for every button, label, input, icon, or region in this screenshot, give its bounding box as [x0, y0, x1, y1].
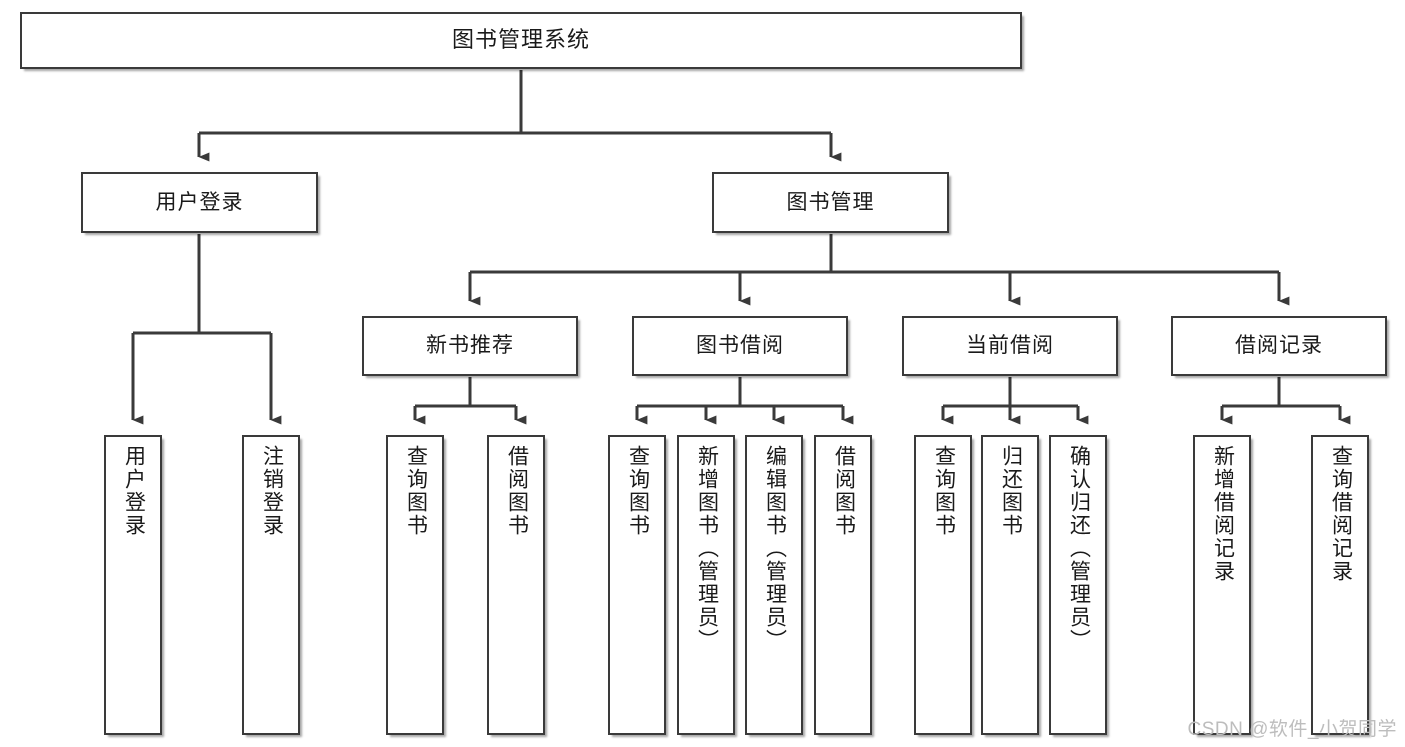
node-borrow-record[interactable]: 借阅记录	[1171, 316, 1387, 376]
node-label: 确认归还（管理员）	[1067, 445, 1091, 652]
node-label: 借阅图书	[832, 445, 856, 537]
node-book-management[interactable]: 图书管理	[712, 172, 949, 233]
leaf-user-login-logout[interactable]: 注销登录	[242, 435, 300, 735]
node-current-borrow[interactable]: 当前借阅	[902, 316, 1118, 376]
node-label: 新增借阅记录	[1211, 445, 1235, 583]
node-label: 用户登录	[122, 445, 146, 537]
node-label: 新增图书（管理员）	[695, 445, 719, 652]
leaf-book-borrow-borrow[interactable]: 借阅图书	[814, 435, 872, 735]
node-label: 新书推荐	[426, 334, 514, 358]
node-label: 查询借阅记录	[1329, 445, 1353, 583]
node-user-login[interactable]: 用户登录	[81, 172, 318, 233]
node-label: 注销登录	[260, 445, 284, 537]
leaf-book-borrow-add[interactable]: 新增图书（管理员）	[677, 435, 735, 735]
leaf-current-borrow-confirm-return[interactable]: 确认归还（管理员）	[1049, 435, 1107, 735]
node-label: 编辑图书（管理员）	[763, 445, 787, 652]
leaf-current-borrow-return[interactable]: 归还图书	[981, 435, 1039, 735]
node-book-borrow[interactable]: 图书借阅	[632, 316, 848, 376]
leaf-book-borrow-query[interactable]: 查询图书	[608, 435, 666, 735]
node-label: 图书管理系统	[451, 27, 590, 53]
leaf-new-book-query[interactable]: 查询图书	[386, 435, 444, 735]
leaf-borrow-record-query[interactable]: 查询借阅记录	[1311, 435, 1369, 735]
node-label: 图书管理	[786, 190, 875, 214]
leaf-new-book-borrow[interactable]: 借阅图书	[487, 435, 545, 735]
node-label: 查询图书	[404, 445, 428, 537]
node-root-book-management-system[interactable]: 图书管理系统	[20, 12, 1022, 69]
node-label: 归还图书	[999, 445, 1023, 537]
node-label: 查询图书	[626, 445, 650, 537]
leaf-current-borrow-query[interactable]: 查询图书	[914, 435, 972, 735]
node-label: 当前借阅	[966, 334, 1054, 358]
leaf-book-borrow-edit[interactable]: 编辑图书（管理员）	[745, 435, 803, 735]
node-label: 图书借阅	[696, 334, 784, 358]
node-label: 借阅图书	[505, 445, 529, 537]
leaf-borrow-record-add[interactable]: 新增借阅记录	[1193, 435, 1251, 735]
node-label: 借阅记录	[1235, 334, 1323, 358]
csdn-watermark: CSDN @软件_小贺同学	[1187, 719, 1397, 740]
node-label: 查询图书	[932, 445, 956, 537]
node-new-book-recommend[interactable]: 新书推荐	[362, 316, 578, 376]
node-label: 用户登录	[155, 190, 244, 214]
leaf-user-login-login[interactable]: 用户登录	[104, 435, 162, 735]
